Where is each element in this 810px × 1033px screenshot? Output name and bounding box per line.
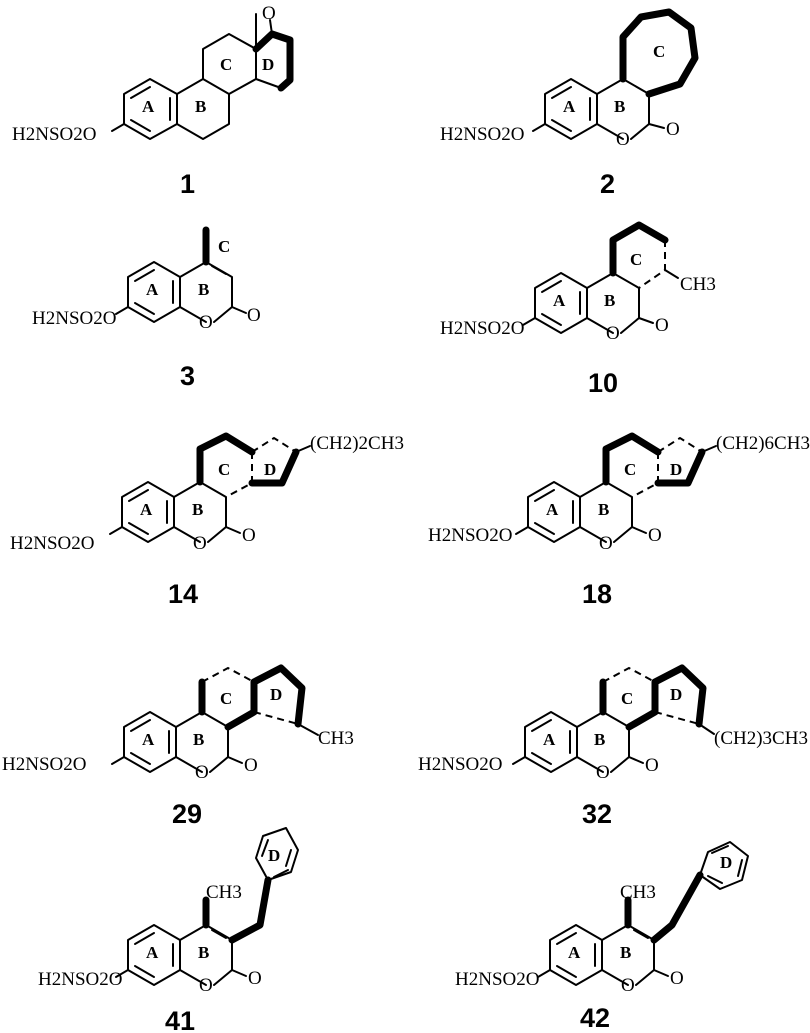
carbonyl-oxygen: O	[247, 305, 261, 326]
ring-d-label: D	[670, 460, 682, 479]
compound-number: 41	[165, 1006, 195, 1033]
ring-c-label: C	[624, 460, 636, 479]
sulfamate-group: H2NSO2O	[10, 533, 94, 554]
compound-number: 29	[172, 799, 202, 829]
sulfamate-group: H2NSO2O	[440, 318, 524, 339]
compound-number: 32	[582, 799, 612, 829]
sulfamate-group: H2NSO2O	[428, 525, 512, 546]
compound-29: O O CH3 H2NSO2O A B C D 29	[2, 664, 354, 829]
ring-oxygen: O	[596, 762, 610, 783]
carbonyl-oxygen: O	[666, 119, 680, 140]
ring-d-label: D	[262, 55, 274, 74]
ring-a-label: A	[553, 291, 566, 310]
carbonyl-oxygen: O	[648, 525, 662, 546]
ring-oxygen: O	[616, 129, 630, 150]
ring-a-label: A	[568, 943, 581, 962]
methyl-group: CH3	[680, 274, 716, 295]
ring-b-label: B	[198, 280, 209, 299]
compound-number: 1	[180, 169, 195, 199]
ring-oxygen: O	[621, 975, 635, 996]
compound-1: O H2NSO2O A B C D 1	[12, 3, 294, 199]
compound-number: 42	[580, 1003, 610, 1033]
propyl-chain: (CH2)2CH3	[310, 433, 404, 454]
sulfamate-group: H2NSO2O	[440, 124, 524, 145]
ring-a-label: A	[146, 943, 159, 962]
ring-b-label: B	[620, 943, 631, 962]
ring-a-label: A	[563, 97, 576, 116]
sulfamate-group: H2NSO2O	[2, 754, 86, 775]
ring-oxygen: O	[199, 975, 213, 996]
ring-b-label: B	[594, 730, 605, 749]
methyl-group: CH3	[620, 882, 656, 903]
compound-3: O O H2NSO2O A B C 3	[32, 226, 261, 391]
ring-d-label: D	[720, 853, 732, 872]
compound-42: O O CH3 H2NSO2O A B D 42	[455, 841, 749, 1033]
ring-c-label: C	[218, 237, 230, 256]
sulfamate-group: H2NSO2O	[455, 969, 539, 990]
compound-number: 3	[180, 361, 195, 391]
compound-number: 18	[582, 579, 612, 609]
compound-2: O O H2NSO2O A B C 2	[440, 8, 699, 199]
compound-number: 10	[588, 368, 618, 398]
ring-a-label: A	[142, 730, 155, 749]
compound-14: O O (CH2)2CH3 H2NSO2O A B C D 14	[10, 432, 404, 609]
ring-c-label: C	[220, 55, 232, 74]
ring-oxygen: O	[606, 323, 620, 344]
ring-b-label: B	[604, 291, 615, 310]
ring-a-label: A	[543, 730, 556, 749]
ring-d-label: D	[670, 685, 682, 704]
compound-41: O O CH3 H2NSO2O A B D 41	[38, 827, 299, 1033]
ring-d-label: D	[264, 460, 276, 479]
ring-oxygen: O	[599, 533, 613, 554]
carbonyl-oxygen: O	[244, 755, 258, 776]
ring-b-label: B	[614, 97, 625, 116]
ring-a-label: A	[140, 500, 153, 519]
ring-oxygen: O	[199, 312, 213, 333]
ring-a-label: A	[146, 280, 159, 299]
methyl-group: CH3	[318, 728, 354, 749]
ring-c-label: C	[621, 689, 633, 708]
compound-number: 14	[168, 579, 198, 609]
ketone-o: O	[262, 3, 276, 24]
carbonyl-oxygen: O	[248, 968, 262, 989]
ring-b-label: B	[192, 500, 203, 519]
compound-18: O O (CH2)6CH3 H2NSO2O A B C D 18	[428, 432, 810, 609]
ring-c-label: C	[653, 42, 665, 61]
sulfamate-group: H2NSO2O	[32, 308, 116, 329]
compound-number: 2	[600, 169, 615, 199]
sulfamate-group: H2NSO2O	[418, 754, 502, 775]
sulfamate-group: H2NSO2O	[12, 124, 96, 145]
ring-c-label: C	[220, 689, 232, 708]
ring-b-label: B	[598, 500, 609, 519]
compound-10: O O CH3 H2NSO2O A B C 10	[440, 221, 716, 398]
carbonyl-oxygen: O	[655, 315, 669, 336]
carbonyl-oxygen: O	[242, 525, 256, 546]
ring-oxygen: O	[195, 762, 209, 783]
ring-b-label: B	[193, 730, 204, 749]
butyl-chain: (CH2)3CH3	[714, 728, 808, 749]
ring-a-label: A	[546, 500, 559, 519]
ring-b-label: B	[195, 97, 206, 116]
ring-b-label: B	[198, 943, 209, 962]
carbonyl-oxygen: O	[645, 755, 659, 776]
sulfamate-group: H2NSO2O	[38, 969, 122, 990]
ring-a-label: A	[142, 97, 155, 116]
ring-c-label: C	[630, 250, 642, 269]
carbonyl-oxygen: O	[670, 968, 684, 989]
ring-d-label: D	[270, 685, 282, 704]
ring-d-label: D	[268, 846, 280, 865]
compound-32: O O (CH2)3CH3 H2NSO2O A B C D 32	[418, 664, 808, 829]
ring-c-label: C	[218, 460, 230, 479]
ring-oxygen: O	[193, 533, 207, 554]
heptyl-chain: (CH2)6CH3	[716, 433, 810, 454]
methyl-group: CH3	[206, 882, 242, 903]
